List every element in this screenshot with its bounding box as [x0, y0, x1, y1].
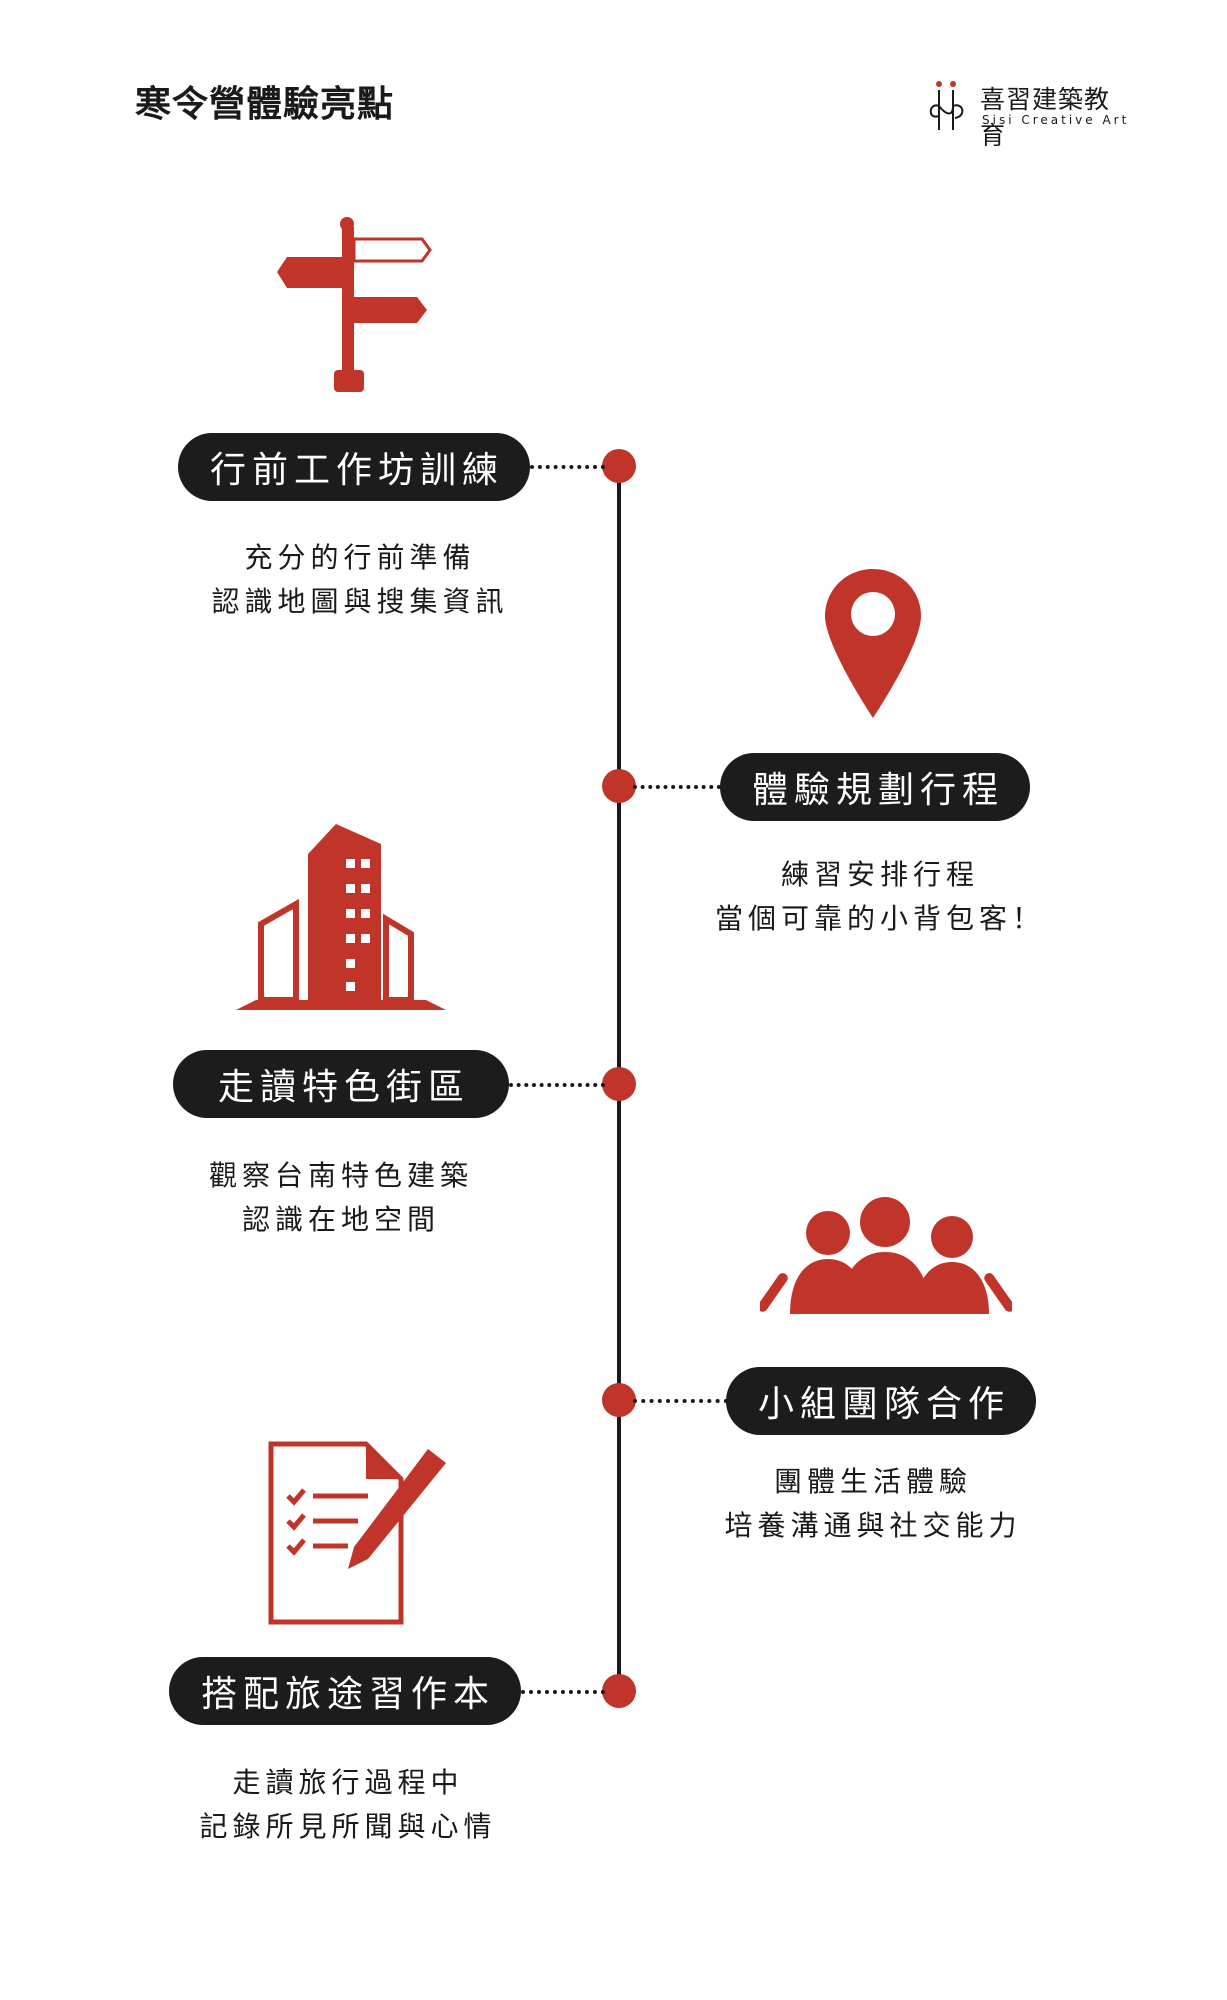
brand-logo: 喜習建築教育 Sisi Creative Art: [925, 78, 1135, 150]
highlight-description: 團體生活體驗培養溝通與社交能力: [663, 1460, 1083, 1548]
dotted-connector: [633, 1399, 728, 1403]
desc-line: 當個可靠的小背包客！: [714, 902, 1045, 935]
signpost-icon: [277, 217, 432, 392]
highlight-pill: 走讀特色街區: [173, 1050, 509, 1118]
highlight-description: 練習安排行程當個可靠的小背包客！: [660, 853, 1100, 941]
desc-line: 充分的行前準備: [244, 541, 476, 574]
desc-line: 走讀旅行過程中: [232, 1766, 464, 1799]
desc-line: 認識在地空間: [241, 1203, 440, 1236]
desc-line: 培養溝通與社交能力: [724, 1509, 1022, 1542]
dotted-connector: [633, 785, 721, 789]
dotted-connector: [521, 1690, 605, 1694]
timeline-dot: [602, 1067, 636, 1101]
logo-chinese-name: 喜習建築教育: [980, 85, 1111, 150]
logo-mark-icon: [929, 81, 964, 130]
desc-line: 認識地圖與搜集資訊: [211, 585, 509, 618]
logo-english-name: Sisi Creative Art: [982, 113, 1130, 127]
highlight-description: 走讀旅行過程中記錄所見所聞與心情: [138, 1761, 558, 1849]
page-title: 寒令營體驗亮點: [135, 84, 395, 125]
highlight-pill: 行前工作坊訓練: [178, 433, 530, 501]
desc-line: 練習安排行程: [780, 858, 979, 891]
timeline-dot: [602, 449, 636, 483]
highlight-pill: 體驗規劃行程: [720, 753, 1030, 821]
timeline-dot: [602, 769, 636, 803]
highlight-pill: 小組團隊合作: [726, 1367, 1036, 1435]
buildings-icon: [236, 824, 446, 1010]
map-pin-icon: [825, 569, 921, 718]
timeline-dot: [602, 1383, 636, 1417]
dotted-connector: [530, 465, 605, 469]
highlight-description: 觀察台南特色建築認識在地空間: [131, 1154, 551, 1242]
timeline-dot: [602, 1674, 636, 1708]
highlight-pill: 搭配旅途習作本: [169, 1657, 521, 1725]
dotted-connector: [509, 1083, 605, 1087]
highlight-description: 充分的行前準備認識地圖與搜集資訊: [150, 536, 570, 624]
team-icon: [760, 1197, 1012, 1314]
checklist-pen-icon: [268, 1441, 446, 1625]
desc-line: 觀察台南特色建築: [208, 1159, 473, 1192]
desc-line: 記錄所見所聞與心情: [199, 1810, 497, 1843]
desc-line: 團體生活體驗: [773, 1465, 972, 1498]
